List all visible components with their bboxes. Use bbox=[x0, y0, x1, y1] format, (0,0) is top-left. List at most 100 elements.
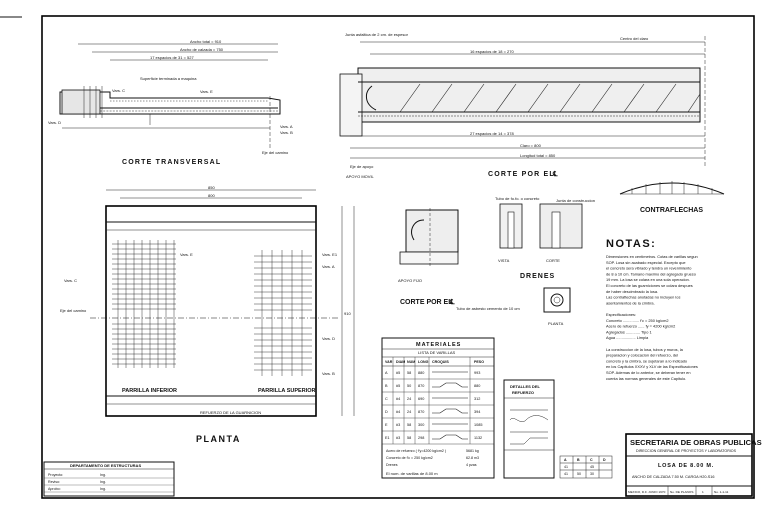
planta-vars-b: Vars. B bbox=[322, 371, 335, 376]
notas-line: cuenta las normas generales de este Capi… bbox=[606, 376, 686, 381]
notas-line: Especificaciones: bbox=[606, 312, 636, 317]
ct-superficie: Superficie terminada a maquina bbox=[140, 76, 197, 81]
materiales-cell: #3 bbox=[396, 436, 400, 440]
contraflechas-title: CONTRAFLECHAS bbox=[640, 207, 703, 214]
materiales-cell: 1085 bbox=[474, 423, 482, 427]
planta-title: PLANTA bbox=[196, 434, 241, 444]
corte-por-el-apoyo-title: CORTE POR EL bbox=[400, 299, 453, 306]
materiales-cell: 870 bbox=[418, 410, 424, 414]
planta-vars-e: Vars. E bbox=[180, 252, 193, 257]
notas-line: de haber descimbrado la losa. bbox=[606, 289, 658, 294]
centerline-symbol-2: ℄ bbox=[449, 298, 455, 306]
detalles-title-2: REFUERZO bbox=[512, 390, 534, 395]
cpe-longitud-total: Longitud total = 850 bbox=[520, 153, 556, 158]
notas-line: Agregados ............. Tipo 1 bbox=[606, 329, 652, 334]
planta-section: 850 800 bbox=[60, 185, 355, 444]
centerline-symbol: ℄ bbox=[552, 170, 558, 178]
depto-row-value: Ing. bbox=[100, 487, 106, 491]
materiales-summary-label: Concreto de f'c = 250 kg/cm2 bbox=[386, 456, 433, 460]
materiales-cell: #3 bbox=[396, 423, 400, 427]
depto-row-value: Ing. bbox=[100, 473, 106, 477]
notas-line: concreto y la cimbra, se sujetaran a lo … bbox=[606, 358, 687, 363]
notas-line: 19 mm. La losa se colara en una sola ope… bbox=[606, 277, 690, 282]
sop-footer-cell: No. DE PLANOS bbox=[670, 490, 693, 494]
ct-var-a: Vars. A bbox=[280, 124, 293, 129]
sop-title: SECRETARIA DE OBRAS PUBLICAS bbox=[630, 438, 762, 447]
materiales-summary-value: 5681 kg bbox=[466, 449, 479, 453]
cpe-espacios-bottom: 27 espacios de 14 = 378 bbox=[470, 131, 514, 136]
detalles-cell: 50 bbox=[577, 472, 581, 476]
materiales-cell: 50 bbox=[407, 384, 411, 388]
materiales-cell: 300 bbox=[418, 423, 424, 427]
materiales-cell: #5 bbox=[396, 384, 400, 388]
materiales-cell: 58 bbox=[407, 436, 411, 440]
materiales-cell: 993 bbox=[474, 371, 480, 375]
materiales-summary-label: Drenes bbox=[386, 463, 398, 467]
materiales-cell: 1132 bbox=[474, 436, 482, 440]
materiales-cell: #5 bbox=[396, 371, 400, 375]
notas-line: La construccion de la losa, tubos y muro… bbox=[606, 347, 684, 352]
croquis-sketch bbox=[432, 382, 468, 388]
materiales-col-header: NUM bbox=[407, 360, 415, 364]
materiales-summary-value: 62.8 m3 bbox=[466, 456, 479, 460]
planta-refuerzo-guarnicion: REFUERZO DE LA GUARNICION bbox=[200, 410, 261, 415]
depto-row-label: Proyecto: bbox=[48, 473, 63, 477]
croquis-sketch bbox=[432, 434, 468, 440]
depto-header: DEPARTAMENTO DE ESTRUCTURAS bbox=[70, 463, 141, 468]
detalles-cell: 45 bbox=[590, 465, 594, 469]
materiales-summary-label: Acero de refuerzo ( f'y=4200 kg/cm2 ) bbox=[386, 449, 446, 453]
corte-eje-section: Junta asfaltica de 2 cm. de espesor 16 e… bbox=[339, 32, 706, 179]
notas-title: NOTAS: bbox=[606, 238, 656, 250]
materiales-cell: 24 bbox=[407, 397, 411, 401]
ct-var-b: Vars. B bbox=[280, 130, 293, 135]
apoyo-movil-label: APOYO MOVIL bbox=[346, 174, 375, 179]
materiales-cell: 24 bbox=[407, 410, 411, 414]
drenes-corte: CORTE bbox=[546, 258, 560, 263]
materiales-cell: 58 bbox=[407, 371, 411, 375]
croquis-sketch bbox=[432, 408, 468, 414]
materiales-subtitle: LISTA DE VARILLAS bbox=[418, 350, 456, 355]
detalles-cell: 30 bbox=[590, 472, 594, 476]
notas-line: Concreto ............... f'c = 250 kg/cm… bbox=[606, 318, 668, 323]
planta-vars-c: Vars. C bbox=[64, 278, 77, 283]
sop-footer-cell: 1 bbox=[702, 490, 704, 494]
drenes-vista: VISTA bbox=[498, 258, 510, 263]
materiales-col-header: VAR bbox=[385, 360, 393, 364]
corte-por-el-title: CORTE POR EL bbox=[488, 171, 555, 178]
sop-footer-cell: MEXICO, D.F. JUNIO 1970 bbox=[628, 490, 666, 494]
materiales-summary: Acero de refuerzo ( f'y=4200 kg/cm2 ) 568… bbox=[386, 449, 479, 467]
parrilla-inferior-label: PARRILLA INFERIOR bbox=[122, 388, 177, 394]
cpe-junta: Junta asfaltica de 2 cm. de espesor bbox=[345, 32, 409, 37]
materiales-cell: D bbox=[385, 410, 388, 414]
materiales-cell: 312 bbox=[474, 397, 480, 401]
ct-var-c: Vars. C bbox=[112, 88, 125, 93]
materiales-col-header: PESO bbox=[474, 360, 484, 364]
materiales-cell: 880 bbox=[474, 384, 480, 388]
sop-detalle: ANCHO DE CALZADA 7.50 M. CARGA H20-S16 bbox=[632, 475, 715, 479]
depto-row-value: Ing. bbox=[100, 480, 106, 484]
cpe-eje-apoyo: Eje de apoyo bbox=[350, 164, 374, 169]
notas-line: asentamientos de la cimbra. bbox=[606, 300, 655, 305]
depto-rows: Proyecto: Ing. Reviso: Ing. Aprobo: Ing. bbox=[44, 473, 174, 493]
apoyo-fijo-label: APOYO FIJO bbox=[398, 278, 422, 283]
detalles-refuerzo: DETALLES DEL REFUERZO bbox=[503, 379, 555, 479]
materiales-cell: #4 bbox=[396, 397, 400, 401]
materiales-summary-value: 4 pzas bbox=[466, 463, 477, 467]
depto-row-label: Aprobo: bbox=[48, 487, 61, 491]
materiales-cell: 298 bbox=[418, 436, 424, 440]
notas-line: Las contraflechas anotadas no incluyen l… bbox=[606, 295, 680, 300]
notas-line: el concreto sera vibrado y tendra un rev… bbox=[606, 266, 691, 271]
notas-section: NOTAS: Dimensiones en centimetros. Cotas… bbox=[606, 238, 698, 381]
departamento-table: DEPARTAMENTO DE ESTRUCTURAS Proyecto: Ing… bbox=[43, 461, 175, 497]
depto-row-label: Reviso: bbox=[48, 480, 60, 484]
ct-var-e: Vars. E bbox=[200, 89, 213, 94]
sop-losa: LOSA DE 8.00 M. bbox=[658, 463, 714, 469]
planta-dim-sub: 800 bbox=[208, 193, 215, 198]
materiales-cell: #4 bbox=[396, 410, 400, 414]
